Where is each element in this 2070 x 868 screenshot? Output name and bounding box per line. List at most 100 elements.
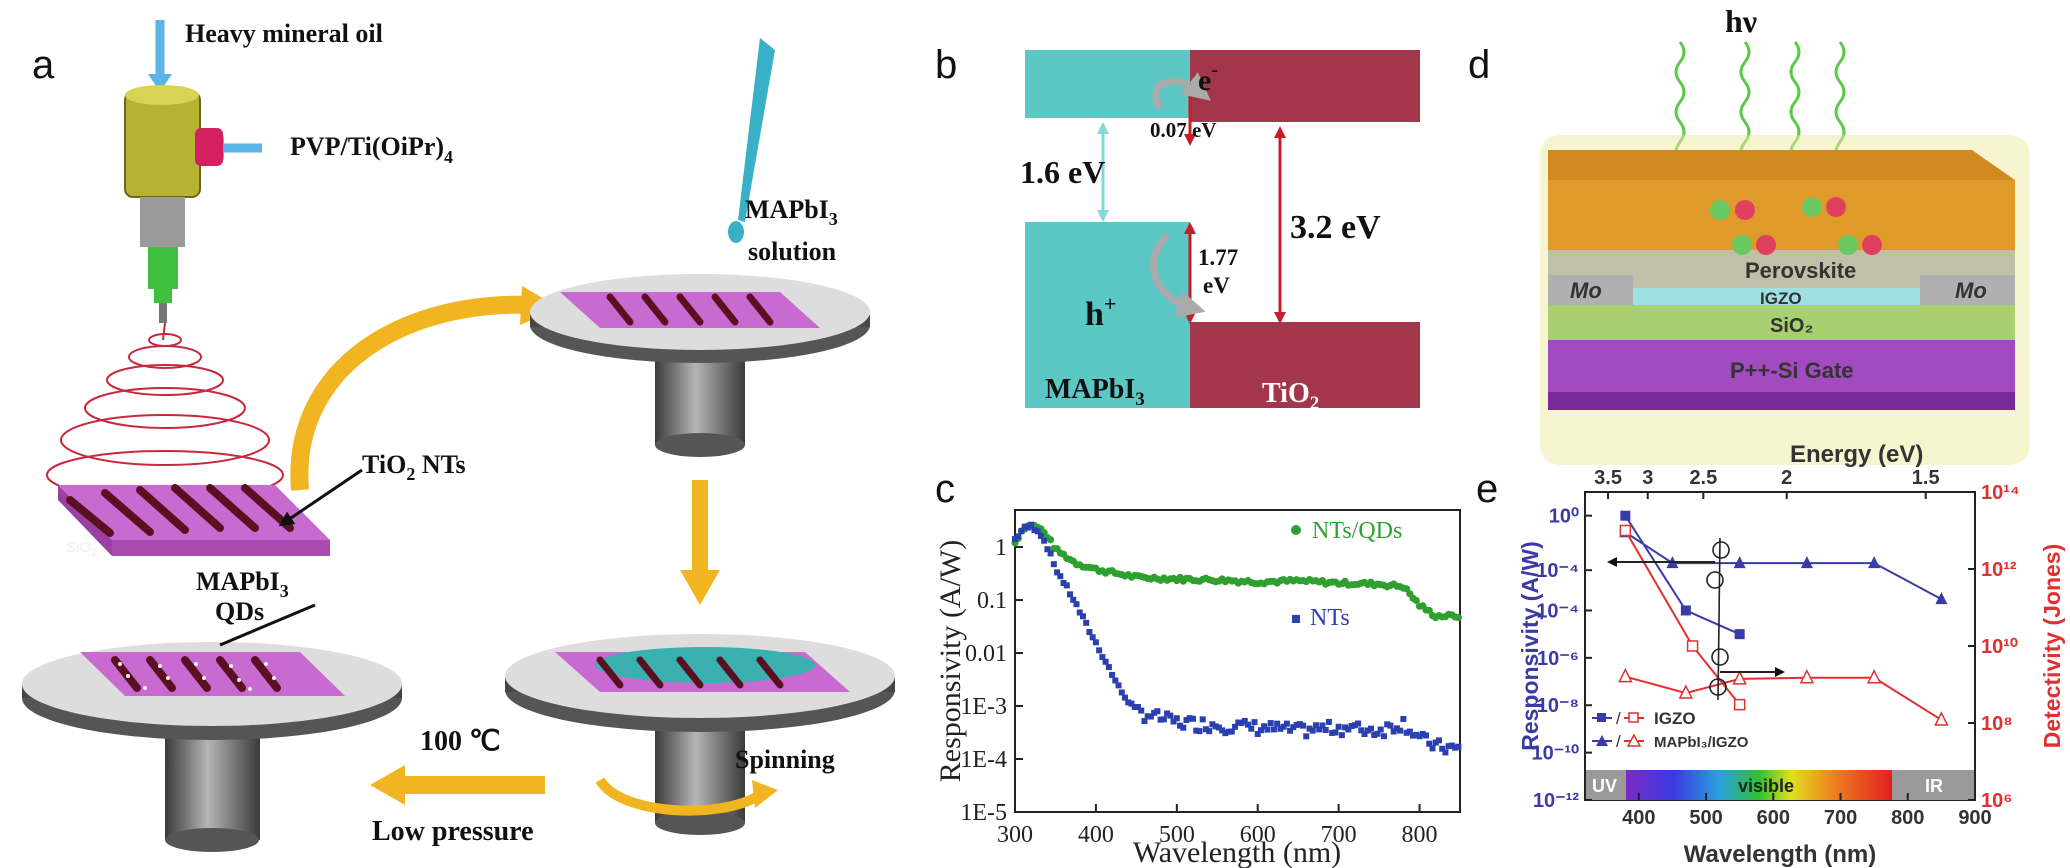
c-point-nts — [1157, 716, 1164, 723]
c-point-nts — [1442, 749, 1449, 756]
c-point-nts — [1329, 729, 1336, 736]
svg-text:SiO2: SiO2 — [66, 539, 97, 559]
c-ytick-label: 1 — [995, 535, 1007, 561]
c-point-nts — [1134, 704, 1141, 711]
svg-text:TiO2 NTs: TiO2 NTs — [362, 450, 466, 484]
e-xtick-label: 800 — [1891, 807, 1924, 829]
spin-stage-spinning — [505, 634, 895, 835]
c-point-nts — [1287, 727, 1294, 734]
c-point-nts — [1368, 725, 1374, 732]
e-ltick-label: 10⁻⁴ — [1536, 600, 1579, 622]
c-point-nts — [1254, 731, 1261, 738]
dropper — [728, 38, 775, 243]
temp-label: 100 ℃ — [420, 726, 500, 757]
c-point-nts — [1089, 634, 1096, 641]
c-point-nts — [1406, 728, 1413, 735]
c-point-nts — [1248, 725, 1255, 732]
e-ltick-label: 10⁰ — [1549, 506, 1579, 528]
gap2: 3.2 eV — [1290, 209, 1381, 246]
c-point-nts — [1057, 573, 1064, 580]
c-point-nts — [1215, 724, 1222, 731]
e-series-line — [1624, 529, 1741, 706]
legend-nt: NTs — [1310, 605, 1350, 631]
mo-left: Mo — [1570, 278, 1602, 303]
hole: h — [1085, 296, 1104, 333]
e-series-line — [1625, 675, 1942, 721]
e-rtick-label: 10¹⁰ — [1981, 636, 2018, 658]
e-xtick-label: 500 — [1689, 807, 1722, 829]
tio2-label: TiO — [362, 450, 406, 479]
svg-text:MAPbI3: MAPbI3 — [1045, 374, 1145, 410]
c-point-nts — [1235, 719, 1242, 726]
c-point-nts — [1212, 723, 1219, 730]
c-point-nts — [1173, 715, 1180, 722]
c-point-nts — [1322, 726, 1329, 733]
e-point-igzo-resp — [1734, 629, 1745, 640]
e-point-igzo-det — [1619, 524, 1632, 537]
c-point-nts — [1044, 546, 1051, 553]
e-point-mapbi-resp — [1800, 556, 1813, 569]
c-point-nts — [1400, 716, 1407, 723]
device-stack — [1540, 135, 2030, 465]
spinning-label: Spinning — [735, 745, 835, 774]
right-material: TiO — [1262, 378, 1310, 409]
c-point-nts — [1024, 524, 1031, 531]
c-point-nts — [1067, 591, 1074, 598]
c-point-nts — [1086, 629, 1093, 636]
e-series-line — [1624, 531, 1942, 601]
c-point-nts — [1355, 720, 1362, 727]
c-point-nts — [1312, 722, 1319, 729]
spin-stage-qds — [22, 642, 402, 852]
electron-transfer — [1152, 72, 1211, 110]
c-point-nts — [1290, 724, 1297, 731]
svg-text:MAPbI3: MAPbI3 — [745, 195, 838, 229]
c-point-nts — [1274, 720, 1281, 727]
e-rtick-label: 10¹⁴ — [1981, 482, 2020, 504]
c-point-nts — [1429, 745, 1436, 752]
panel-a-label: a — [32, 43, 55, 87]
c-point-nts — [1432, 739, 1439, 746]
c-point-nts — [1448, 742, 1455, 749]
c-point-nts-qds — [1047, 536, 1055, 544]
plot-e-frame — [1584, 491, 1976, 801]
c-point-nts — [1118, 689, 1125, 696]
c-point-nts-qds — [1412, 596, 1420, 605]
e-toptick-label: 2.5 — [1689, 467, 1717, 489]
mapbi-vb — [1025, 222, 1190, 408]
c-point-nts — [1364, 727, 1371, 734]
tio2-vb — [1190, 322, 1420, 408]
c-point-nts — [1031, 527, 1038, 534]
c-point-nts — [1209, 721, 1216, 728]
c-point-nts — [1144, 713, 1151, 720]
c-xtick-label: 800 — [1402, 822, 1438, 848]
fiber-spiral — [46, 322, 284, 500]
e-point-mapbi-det — [1618, 667, 1633, 683]
spin-stage-top — [530, 274, 870, 457]
c-point-nts — [1131, 703, 1138, 710]
svg-text:h+: h+ — [1085, 291, 1116, 333]
series-markers — [1706, 537, 1730, 701]
c-point-nts — [1426, 740, 1433, 747]
e-point-mapbi-resp — [1935, 592, 1948, 605]
c-point-nts — [1277, 725, 1284, 732]
c-point-nts — [1092, 639, 1099, 646]
c-point-nts — [1309, 727, 1316, 734]
photon: hν — [1725, 3, 1757, 39]
band-ir: IR — [1925, 776, 1943, 796]
c-point-nts — [1079, 613, 1086, 620]
c-point-nts — [1296, 721, 1303, 728]
gap1: 1.6 eV — [1020, 154, 1105, 190]
c-point-nts — [1050, 561, 1057, 568]
panel-b: b e- 1.6 eV 0.07 eV 1.77 eV 3.2 eV h+ MA… — [935, 43, 1420, 414]
mapbi-solution: MAPbI — [745, 195, 829, 224]
c-point-nts — [1109, 671, 1116, 678]
c-point-nts — [1435, 737, 1442, 744]
band-visible: visible — [1738, 776, 1794, 796]
c-point-nts — [1316, 726, 1323, 733]
energy-axis-label: Energy (eV) — [1790, 441, 1923, 468]
c-point-nts — [1306, 725, 1313, 732]
c-point-nts — [1219, 727, 1226, 734]
electron: e — [1198, 64, 1211, 97]
c-point-nts — [1018, 527, 1025, 534]
